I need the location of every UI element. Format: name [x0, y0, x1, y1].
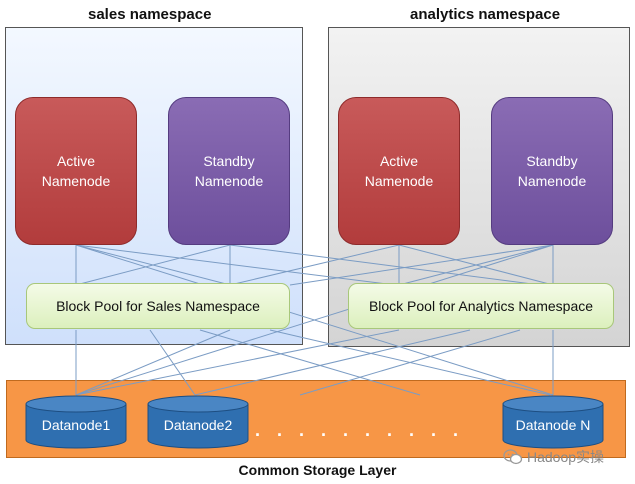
sales-standby-namenode-label: Standby Namenode	[194, 153, 264, 189]
analytics-standby-namenode-label: Standby Namenode	[517, 153, 587, 189]
analytics-namespace-title: analytics namespace	[410, 6, 561, 23]
watermark: Hadoop实操	[503, 446, 631, 468]
sales-namespace-title: sales namespace	[88, 6, 212, 23]
sales-block-pool-label: Block Pool for Sales Namespace	[56, 298, 260, 314]
analytics-standby-namenode: Standby Namenode	[491, 97, 613, 245]
common-storage-layer-label: Common Storage Layer	[238, 462, 397, 478]
watermark-text: Hadoop实操	[527, 449, 605, 465]
analytics-active-namenode-label: Active Namenode	[364, 153, 434, 189]
sales-standby-namenode: Standby Namenode	[168, 97, 290, 245]
datanode-2: Datanode2	[147, 395, 249, 449]
datanode-cylinder-icon	[147, 395, 249, 449]
datanode-n-label: Datanode N	[515, 417, 591, 433]
sales-block-pool: Block Pool for Sales Namespace	[26, 283, 290, 329]
sales-active-namenode: Active Namenode	[15, 97, 137, 245]
datanode-1-label: Datanode1	[41, 417, 111, 433]
analytics-block-pool-label: Block Pool for Analytics Namespace	[368, 298, 594, 314]
sales-active-namenode-label: Active Namenode	[41, 153, 111, 189]
datanode-ellipsis: . . . . . . . . . .	[255, 420, 465, 440]
analytics-block-pool: Block Pool for Analytics Namespace	[348, 283, 614, 329]
wechat-icon	[503, 449, 523, 465]
datanode-cylinder-icon	[25, 395, 127, 449]
analytics-active-namenode: Active Namenode	[338, 97, 460, 245]
datanode-2-label: Datanode2	[163, 417, 233, 433]
datanode-1: Datanode1	[25, 395, 127, 449]
datanode-cylinder-icon	[502, 395, 604, 449]
datanode-n: Datanode N	[502, 395, 604, 449]
